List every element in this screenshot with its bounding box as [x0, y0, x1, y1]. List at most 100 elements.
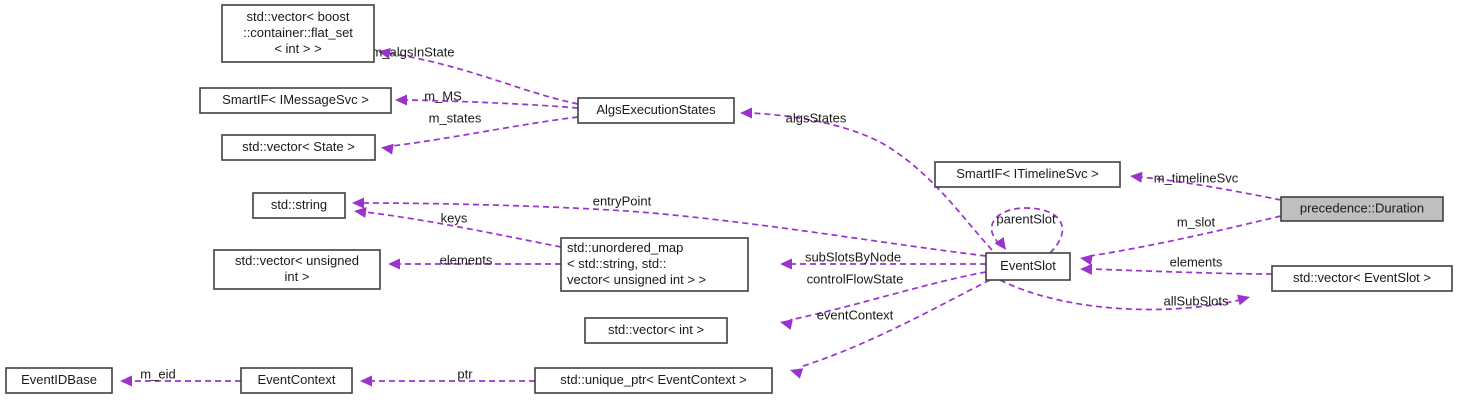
edge-line: [387, 52, 579, 105]
node-box[interactable]: [534, 367, 773, 394]
arrowhead-icon: [388, 258, 400, 270]
node-label-line: SmartIF< IMessageSvc >: [222, 92, 369, 107]
edge-label: subSlotsByNode: [805, 249, 901, 264]
edge-label: entryPoint: [593, 193, 652, 208]
edge-line: [391, 116, 579, 147]
edge-label: controlFlowState: [807, 271, 904, 286]
node-box[interactable]: [985, 252, 1071, 281]
edge-line: [1089, 215, 1282, 257]
node-eventidbase[interactable]: EventIDBase: [5, 367, 113, 394]
edge-parentSlot: parentSlot: [990, 207, 1064, 254]
node-label-line: std::vector< State >: [242, 139, 355, 154]
edge-label: keys: [441, 210, 468, 225]
node-precedence_duration[interactable]: precedence::Duration: [1280, 196, 1444, 222]
edge-allSubSlots: allSubSlots: [999, 279, 1250, 311]
arrowhead-icon: [780, 319, 793, 330]
edge-keys: keys: [354, 207, 562, 248]
node-label-line: std::vector< boost: [247, 9, 350, 24]
nodes-layer: std::vector< boost::container::flat_set<…: [5, 4, 1453, 394]
node-eventcontext[interactable]: EventContext: [240, 367, 353, 394]
node-box[interactable]: [199, 87, 392, 114]
edge-line: [749, 112, 993, 251]
arrowhead-icon: [790, 368, 804, 379]
node-box[interactable]: [1280, 196, 1444, 222]
node-unique_ptr_eventcontext[interactable]: std::unique_ptr< EventContext >: [534, 367, 773, 394]
edge-label: algsStates: [786, 110, 847, 125]
edge-label: elements: [1170, 254, 1223, 269]
node-label-line: SmartIF< ITimelineSvc >: [956, 166, 1099, 181]
edge-m_eid: m_eid: [120, 366, 241, 387]
edge-m_MS: m_MS: [395, 88, 579, 109]
edge-m_states: m_states: [381, 110, 579, 155]
edge-eventContext: eventContext: [790, 279, 991, 379]
node-std_string[interactable]: std::string: [252, 192, 346, 219]
arrowhead-icon: [395, 94, 407, 106]
arrowhead-icon: [352, 197, 364, 209]
node-vec_int[interactable]: std::vector< int >: [584, 317, 728, 344]
node-label-line: std::string: [271, 197, 327, 212]
node-vec_state[interactable]: std::vector< State >: [221, 134, 376, 161]
node-label-line: std::unordered_map: [567, 240, 683, 255]
edge-line: [404, 99, 579, 109]
edge-label: m_timelineSvc: [1154, 170, 1239, 185]
arrowhead-icon: [780, 258, 792, 270]
node-smartif_itimelinesvc[interactable]: SmartIF< ITimelineSvc >: [934, 161, 1121, 188]
edge-label: allSubSlots: [1163, 293, 1229, 308]
edge-ptr: ptr: [360, 366, 535, 387]
node-box[interactable]: [213, 249, 381, 290]
node-box[interactable]: [240, 367, 353, 394]
node-vec_eventslot[interactable]: std::vector< EventSlot >: [1271, 265, 1453, 292]
node-label-line: EventIDBase: [21, 372, 97, 387]
edge-label: m_algsInState: [371, 44, 454, 59]
edge-elements: elements: [1080, 254, 1273, 275]
node-label-line: EventContext: [257, 372, 335, 387]
edge-line: [799, 279, 991, 368]
arrowhead-icon: [1080, 254, 1093, 266]
edge-entryPoint: entryPoint: [352, 193, 987, 257]
edge-line: [364, 211, 562, 248]
edge-m_timelineSvc: m_timelineSvc: [1130, 170, 1282, 201]
arrowhead-icon: [1080, 263, 1093, 275]
arrowhead-icon: [1130, 171, 1143, 183]
node-box[interactable]: [5, 367, 113, 394]
arrowhead-icon: [1237, 294, 1250, 306]
node-smartif_imessagesvc[interactable]: SmartIF< IMessageSvc >: [199, 87, 392, 114]
node-label-line: EventSlot: [1000, 258, 1056, 273]
edge-label: ptr: [457, 366, 473, 381]
arrowhead-icon: [994, 237, 1006, 250]
edge-line: [990, 207, 1064, 254]
node-unordered_map[interactable]: std::unordered_map< std::string, std::ve…: [560, 237, 749, 292]
edge-label: m_eid: [140, 366, 175, 381]
node-algsexecutionstates[interactable]: AlgsExecutionStates: [577, 97, 735, 124]
node-box[interactable]: [934, 161, 1121, 188]
arrowhead-icon: [740, 107, 752, 119]
edge-line: [1139, 176, 1282, 201]
edge-line: [789, 271, 987, 321]
edge-label: m_slot: [1177, 214, 1216, 229]
node-label-line: std::vector< EventSlot >: [1293, 270, 1431, 285]
edge-subSlotsByNode: subSlotsByNode: [780, 249, 986, 270]
node-box[interactable]: [252, 192, 346, 219]
node-label-line: < int > >: [274, 41, 321, 56]
node-box[interactable]: [1271, 265, 1453, 292]
edge-m_algsInState: m_algsInState: [371, 44, 579, 105]
edge-label: m_states: [429, 110, 482, 125]
arrowhead-icon: [354, 207, 367, 218]
node-box[interactable]: [560, 237, 749, 292]
node-label-line: std::vector< int >: [608, 322, 704, 337]
node-eventslot[interactable]: EventSlot: [985, 252, 1071, 281]
node-box[interactable]: [577, 97, 735, 124]
node-box[interactable]: [221, 134, 376, 161]
node-label-line: AlgsExecutionStates: [596, 102, 716, 117]
arrowhead-icon: [378, 47, 391, 59]
node-box[interactable]: [584, 317, 728, 344]
edge-line: [999, 279, 1241, 311]
edge-label: parentSlot: [996, 211, 1056, 226]
node-vec_flatset[interactable]: std::vector< boost::container::flat_set<…: [221, 4, 375, 63]
node-label-line: vector< unsigned int > >: [567, 272, 706, 287]
edge-label: elements: [440, 252, 493, 267]
node-box[interactable]: [221, 4, 375, 63]
